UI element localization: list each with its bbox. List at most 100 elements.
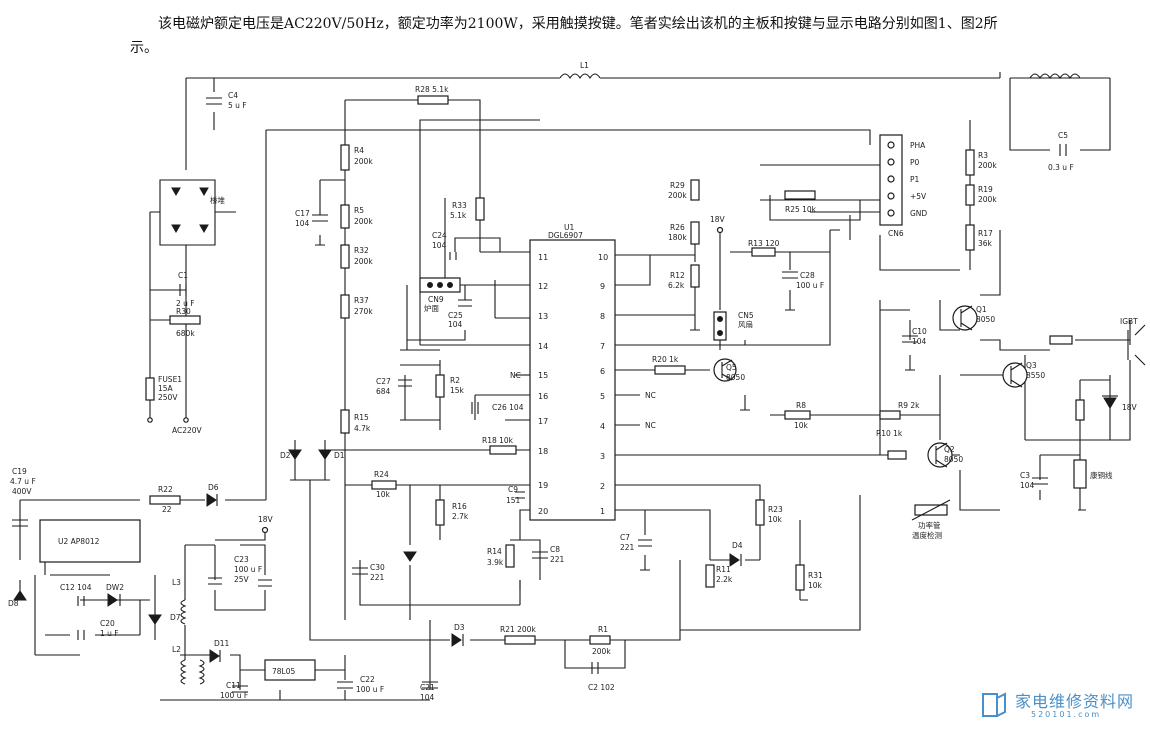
label-C8: C8: [550, 545, 560, 554]
ic-pin: 6: [600, 367, 605, 376]
cn6-pin: PHA: [910, 141, 926, 150]
cn6-pin: +5V: [910, 192, 927, 201]
label-C11-value: 100 u F: [220, 691, 248, 700]
watermark-logo-icon: [982, 692, 1006, 717]
label-C1-value: 2 u F: [176, 299, 195, 308]
ic-pin: 5: [600, 392, 605, 401]
ic-pin: 12: [538, 282, 548, 291]
label-C12: C12 104: [60, 583, 92, 592]
label-C11: C11: [226, 681, 241, 690]
label-Q2: Q2: [944, 445, 955, 454]
label-C10: C10: [912, 327, 927, 336]
label-fuse: FUSE1: [158, 375, 182, 384]
label-R8: R8: [796, 401, 806, 410]
label-R29-value: 200k: [668, 191, 687, 200]
label-fuse-current: 15A: [158, 384, 174, 393]
label-C7-value: 221: [620, 543, 635, 552]
label-R14-value: 3.9k: [487, 558, 504, 567]
label-Q5: Q5: [726, 363, 737, 372]
label-18v: 18V: [710, 215, 726, 224]
label-CN5: CN5: [738, 311, 754, 320]
label-C9: C9: [508, 485, 518, 494]
label-R15-value: 4.7k: [354, 424, 371, 433]
label-C27-value: 684: [376, 387, 391, 396]
label-CN9: CN9: [428, 295, 444, 304]
ic-pin: 14: [538, 342, 548, 351]
label-R32-value: 200k: [354, 257, 373, 266]
label-R1-value: 200k: [592, 647, 611, 656]
label-R28: R28 5.1k: [415, 85, 449, 94]
label-R31: R31: [808, 571, 823, 580]
label-C3-value: 104: [1020, 481, 1035, 490]
label-C23: C23: [234, 555, 249, 564]
watermark-url: 520101.com: [1031, 710, 1102, 719]
ic-pin: 13: [538, 312, 548, 321]
label-L1: L1: [580, 61, 589, 70]
label-nc: NC: [645, 391, 656, 400]
label-R21: R21 200k: [500, 625, 536, 634]
label-nc: NC: [645, 421, 656, 430]
label-D4: D4: [732, 541, 743, 550]
label-R12: R12: [670, 271, 685, 280]
label-C21: C21: [420, 683, 435, 692]
label-C30: C30: [370, 563, 385, 572]
label-R23-value: 10k: [768, 515, 783, 524]
ic-pin: 3: [600, 452, 605, 461]
ic-pin: 18: [538, 447, 548, 456]
label-D7: D7: [170, 613, 181, 622]
ic-pin: 9: [600, 282, 605, 291]
label-C25: C25: [448, 311, 463, 320]
label-R17-value: 36k: [978, 239, 993, 248]
label-Q1: Q1: [976, 305, 987, 314]
label-C24-value: 104: [432, 241, 447, 250]
label-D8: D8: [8, 599, 19, 608]
label-DW2: DW2: [106, 583, 124, 592]
label-C8-value: 221: [550, 555, 565, 564]
ic-pin: 17: [538, 417, 548, 426]
label-R1: R1: [598, 625, 608, 634]
label-fuse-voltage: 250V: [158, 393, 178, 402]
label-R24: R24: [374, 470, 389, 479]
label-R32: R32: [354, 246, 369, 255]
label-R33-value: 5.1k: [450, 211, 467, 220]
watermark-text: 家电维修资料网: [1015, 692, 1135, 711]
label-R26-value: 180k: [668, 233, 687, 242]
label-CN5-name: 风扇: [738, 319, 753, 329]
ic-pin: 11: [538, 253, 548, 262]
label-R13: R13 120: [748, 239, 780, 248]
label-C20-value: 1 u F: [100, 629, 119, 638]
label-R2: R2: [450, 376, 460, 385]
label-R4: R4: [354, 146, 364, 155]
label-R5: R5: [354, 206, 364, 215]
label-CN9-name: 炉面: [424, 303, 439, 313]
label-C19-value: 4.7 u F: [10, 477, 36, 486]
label-C9-value: 151: [506, 496, 521, 505]
label-R2-value: 15k: [450, 386, 465, 395]
label-C23-value: 100 u F: [234, 565, 262, 574]
label-R30-value: 680k: [176, 329, 195, 338]
label-C20: C20: [100, 619, 115, 628]
ic-pin: 10: [598, 253, 608, 262]
cn6-pin: P1: [910, 175, 920, 184]
label-R37-value: 270k: [354, 307, 373, 316]
label-IGBT: IGBT: [1120, 317, 1138, 326]
cn6-pin: GND: [910, 209, 927, 218]
label-R15: R15: [354, 413, 369, 422]
label-C1: C1: [178, 271, 188, 280]
component-labels: L1 R28 5.1k C4 5 u F 桥堆 C1 2 u F R30 680…: [8, 61, 1138, 702]
label-R29: R29: [670, 181, 685, 190]
label-C4: C4: [228, 91, 238, 100]
label-R3: R3: [978, 151, 988, 160]
cn6-pin: P0: [910, 158, 920, 167]
label-Q2-part: 8050: [944, 455, 963, 464]
label-R11-value: 2.2k: [716, 575, 733, 584]
ic-ref: U1: [564, 223, 574, 232]
label-C17: C17: [295, 209, 310, 218]
ic-pin: 16: [538, 392, 548, 401]
label-C28: C28: [800, 271, 815, 280]
label-C4-value: 5 u F: [228, 101, 247, 110]
label-D1: D1: [334, 451, 345, 460]
label-D2: D2: [280, 451, 291, 460]
ic-pin: 1: [600, 507, 605, 516]
cn6-ref: CN6: [888, 229, 904, 238]
